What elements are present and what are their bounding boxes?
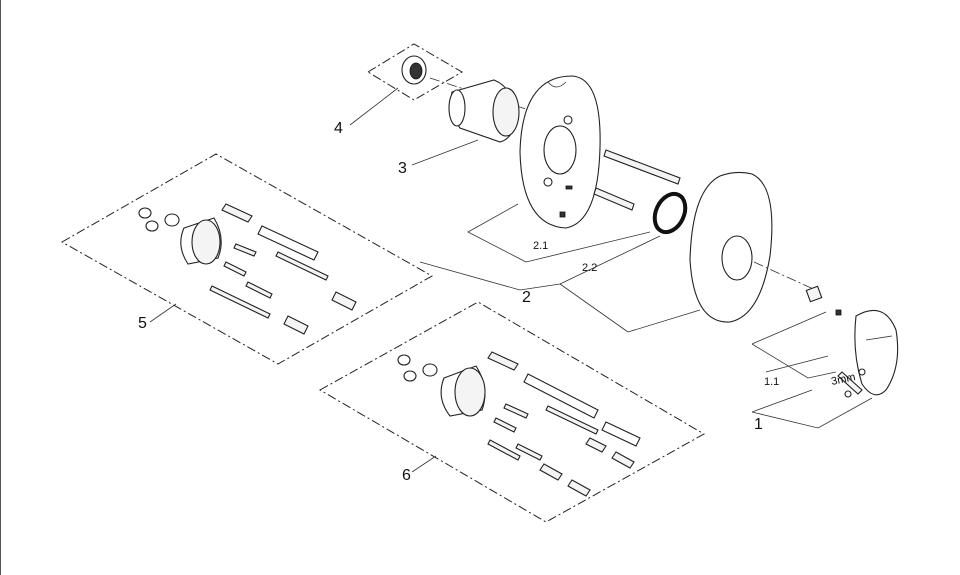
part-6-sleeve-4 <box>539 463 563 481</box>
part-2-1-screw-1 <box>603 149 681 185</box>
part-5-spindle-2 <box>257 225 319 261</box>
part-2-1-screw-2 <box>593 187 635 211</box>
part-2-brackets <box>419 203 701 333</box>
part-1-handle <box>854 309 899 396</box>
part-6-ring-3 <box>422 363 438 377</box>
part-5-screw-2 <box>275 251 329 281</box>
part-5-cartridge-face <box>191 219 221 265</box>
part-5-ring-1 <box>138 207 152 219</box>
part-1-1-hex-key <box>837 371 863 395</box>
part-2-group <box>689 171 821 323</box>
part-6-screw-2 <box>545 405 599 435</box>
callout-2-2: 2.2 <box>582 262 597 274</box>
part-6-screw-4 <box>515 443 543 461</box>
part-2-1-hole-top <box>563 115 573 125</box>
part-2-2-o-ring <box>652 191 688 235</box>
bracket-1-top <box>751 311 827 345</box>
part-4-group <box>349 43 561 126</box>
part-5-dashed-box <box>60 153 434 365</box>
part-6-ring-1 <box>397 354 411 366</box>
part-2-axis <box>753 261 821 293</box>
part-2-rosette-hole <box>721 235 753 281</box>
part-5-screw-4 <box>245 281 273 299</box>
part-2-1-mark <box>559 211 566 218</box>
part-2-1-hole-bottom <box>543 177 553 187</box>
part-1-handle-logo <box>865 335 893 341</box>
part-4-nut-center <box>409 62 423 80</box>
bracket-2-1-right <box>525 231 651 263</box>
callout-3: 3 <box>398 160 407 177</box>
callout-1: 1 <box>754 416 763 433</box>
bracket-2-1-left <box>467 203 527 263</box>
callout-4: 4 <box>334 120 343 137</box>
part-3-sleeve-end <box>492 87 520 137</box>
bracket-2-right <box>627 309 701 333</box>
part-1-brackets <box>751 311 873 429</box>
bracket-2-left <box>419 261 561 291</box>
part-2-1-slot <box>565 185 573 190</box>
bracket-1-bottom <box>751 397 873 429</box>
part-4-leader <box>349 87 399 126</box>
callout-1-1: 1.1 <box>764 376 779 388</box>
part-5-ring-3 <box>164 213 180 227</box>
part-5-screw-3 <box>223 261 247 277</box>
part-1-1-grub-screw <box>858 368 866 376</box>
part-6-cartridge-face <box>454 367 486 417</box>
part-2-1-center-hole <box>543 125 577 175</box>
part-6-spindle-2 <box>523 373 599 419</box>
part-6-dashed-box <box>318 301 706 523</box>
bracket-2-2 <box>559 235 661 285</box>
part-5-spindle-1 <box>221 203 253 223</box>
part-3-leader <box>411 139 479 166</box>
part-3-group <box>411 79 520 166</box>
part-6-spindle-1 <box>487 351 519 371</box>
bracket-2-lower <box>559 283 629 333</box>
part-6-group <box>318 301 706 523</box>
callout-2: 2 <box>522 289 531 306</box>
part-6-sleeve-2 <box>585 437 607 453</box>
part-2-2-group <box>652 191 688 235</box>
part-6-sleeve-5 <box>567 479 591 497</box>
callout-6: 6 <box>402 467 411 484</box>
bracket-1-mid <box>751 389 813 413</box>
bracket-1-1 <box>751 343 837 379</box>
part-5-group <box>60 153 434 365</box>
part-6-sleeve-3 <box>611 451 635 469</box>
part-1-adapter <box>805 285 823 303</box>
part-5-sleeve-2 <box>283 315 309 335</box>
part-5-sleeve-1 <box>331 291 357 311</box>
part-2-1-group <box>519 75 681 229</box>
part-2-1-notch <box>547 81 567 88</box>
bracket-1-1-upper <box>765 355 829 373</box>
callout-2-1: 2.1 <box>533 240 548 252</box>
part-3-sleeve-back <box>448 89 466 127</box>
part-1-1-set-screw <box>844 390 852 398</box>
part-6-sleeve-1 <box>601 421 641 447</box>
part-5-screw-5 <box>209 285 271 319</box>
part-5-ring-2 <box>145 220 159 232</box>
part-1-group <box>805 285 899 398</box>
part-6-screw-5 <box>487 439 521 461</box>
part-6-screw-3 <box>493 417 517 433</box>
frame-left-border <box>0 0 1 575</box>
part-5-leader <box>149 303 177 323</box>
callout-5: 5 <box>138 315 147 332</box>
part-4-dashed-box <box>367 43 463 101</box>
tool-size-label: 3mm <box>830 371 856 388</box>
part-6-screw-1 <box>503 403 529 419</box>
part-1-small-screw <box>835 309 842 316</box>
part-6-ring-2 <box>403 370 417 382</box>
part-5-screw-1 <box>233 243 257 257</box>
part-6-leader <box>411 455 437 473</box>
